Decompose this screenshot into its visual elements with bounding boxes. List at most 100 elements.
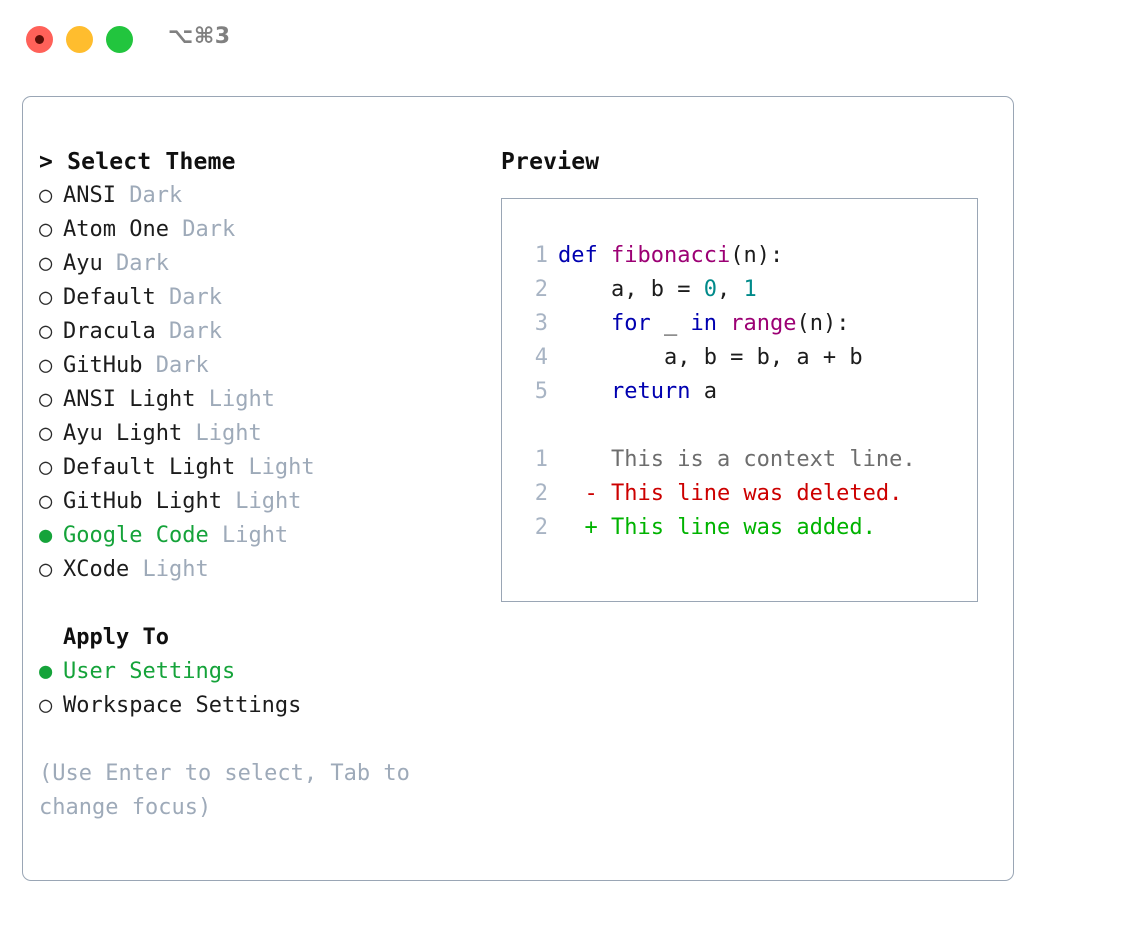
diff-line-text: - This line was deleted. [558,481,903,506]
minimize-window-button[interactable] [66,26,93,53]
title-bar: ⌥⌘3 [0,0,1140,78]
theme-option-label: GitHub [63,353,143,378]
theme-selector-column: > Select Theme ○ANSI Dark○Atom One Dark○… [39,145,489,825]
diff-line: 2 - This line was deleted. [502,477,977,511]
diff-line: 1 This is a context line. [502,443,977,477]
theme-option-github-light[interactable]: ○ GitHub Light Light [39,485,489,519]
code-token: in [690,311,717,336]
theme-option-label: ANSI Light [63,387,196,412]
theme-variant-tag: Light [221,523,289,548]
theme-option-ayu-light[interactable]: ○Ayu Light Light [39,417,489,451]
apply-to-list: ● User Settings ○ Workspace Settings [39,655,489,723]
code-token: , [716,277,744,302]
code-token: 1 [743,277,757,302]
theme-variant-tag: Light [235,489,302,514]
radio-unselected-icon: ○ [39,319,53,344]
theme-option-google-code[interactable]: ● Google Code Light [39,519,489,553]
theme-option-label: Default Light [63,455,236,480]
code-token: (n): [730,243,784,268]
preview-heading: Preview [501,149,600,175]
theme-option-default-light[interactable]: ○ Default Light Light [39,451,489,485]
code-line-number: 5 [534,379,548,404]
apply-to-option-user-settings[interactable]: ● User Settings [39,655,489,689]
select-theme-heading: > Select Theme [39,149,236,175]
code-token: fibonacci [610,243,731,268]
apply-to-option-label: User Settings [63,659,236,684]
radio-unselected-icon: ○ [39,353,53,378]
section-spacer [39,587,489,621]
theme-variant-tag: Light [195,421,262,446]
theme-option-xcode[interactable]: ○ XCode Light [39,553,489,587]
apply-to-option-label: Workspace Settings [63,693,302,718]
radio-unselected-icon: ○ [39,285,53,310]
theme-option-label: Google Code [63,523,209,548]
code-token: 0 [703,277,717,302]
code-token [558,379,611,404]
apply-to-option-workspace-settings[interactable]: ○ Workspace Settings [39,689,489,723]
theme-option-label: XCode [63,557,130,582]
code-line: 5 return a [502,375,977,409]
theme-variant-tag: Dark [168,285,222,310]
code-token: _ [650,311,691,336]
radio-unselected-icon: ○ [39,557,53,582]
diff-line-number: 2 [534,481,548,506]
code-diff-spacer [502,409,977,443]
radio-unselected-icon: ○ [39,251,53,276]
code-line-number: 2 [534,277,548,302]
radio-unselected-icon: ○ [39,693,53,718]
theme-option-ansi[interactable]: ○ANSI Dark [39,179,489,213]
theme-option-label: Dracula [63,319,156,344]
diff-line-text: This is a context line. [558,447,916,472]
theme-variant-tag: Light [208,387,275,412]
theme-option-ayu[interactable]: ○Ayu Dark [39,247,489,281]
code-line: 4 a, b = b, a + b [502,341,977,375]
keyboard-shortcut-label: ⌥⌘3 [168,24,231,49]
code-token: a [690,379,717,404]
diff-line-text: + This line was added. [558,515,876,540]
code-token: range [730,311,797,336]
theme-option-label: GitHub Light [63,489,222,514]
code-token [558,311,611,336]
theme-option-label: ANSI [63,183,116,208]
theme-variant-tag: Dark [182,217,236,242]
theme-variant-tag: Light [142,557,209,582]
code-line: 3 for _ in range(n): [502,307,977,341]
code-token: a, b = [558,277,704,302]
code-line-number: 1 [534,243,548,268]
theme-option-label: Ayu Light [63,421,183,446]
radio-selected-icon: ● [39,523,53,548]
radio-unselected-icon: ○ [39,183,53,208]
theme-option-label: Default [63,285,156,310]
theme-option-github[interactable]: ○GitHub Dark [39,349,489,383]
theme-list: ○ANSI Dark○Atom One Dark○Ayu Dark○Defaul… [39,179,489,587]
settings-panel: > Select Theme ○ANSI Dark○Atom One Dark○… [22,96,1014,881]
radio-selected-icon: ● [39,659,53,684]
theme-variant-tag: Light [248,455,315,480]
radio-unselected-icon: ○ [39,455,53,480]
theme-variant-tag: Dark [168,319,222,344]
keyboard-hint-text: (Use Enter to select, Tab to change focu… [39,761,424,820]
code-token: (n): [796,311,850,336]
close-window-button[interactable] [26,26,53,53]
theme-option-dracula[interactable]: ○ Dracula Dark [39,315,489,349]
radio-unselected-icon: ○ [39,387,53,412]
theme-option-label: Atom One [63,217,169,242]
theme-option-atom-one[interactable]: ○ Atom One Dark [39,213,489,247]
theme-option-ansi-light[interactable]: ○ ANSI Light Light [39,383,489,417]
diff-line-number: 2 [534,515,548,540]
code-token: for [610,311,651,336]
radio-unselected-icon: ○ [39,489,53,514]
code-token: return [610,379,691,404]
diff-line-number: 1 [534,447,548,472]
theme-option-default[interactable]: ○ Default Dark [39,281,489,315]
apply-to-heading: Apply To [63,625,169,650]
maximize-window-button[interactable] [106,26,133,53]
radio-unselected-icon: ○ [39,217,53,242]
theme-variant-tag: Dark [116,251,169,276]
code-line-number: 4 [534,345,548,370]
diff-sample: 1 This is a context line.2 - This line w… [502,443,977,545]
